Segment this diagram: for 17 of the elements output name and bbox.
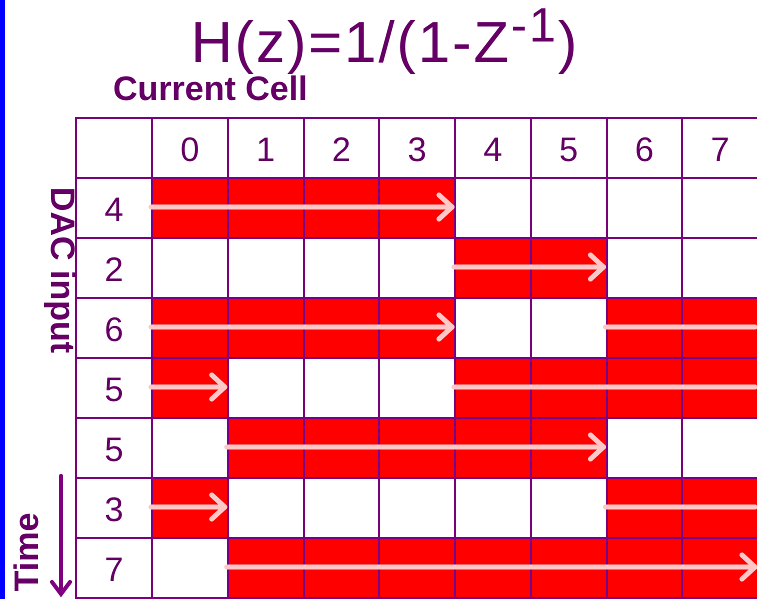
row-value: 2 (77, 239, 153, 299)
column-header: 3 (380, 119, 456, 179)
column-header: 6 (608, 119, 684, 179)
row-value: 3 (77, 479, 153, 539)
column-header: 0 (153, 119, 229, 179)
column-header: 2 (304, 119, 380, 179)
formula-title: H(z)=1/(1-Z$^{-1}$) (190, 10, 580, 76)
axis-heading: Time (10, 512, 44, 592)
row-value: 5 (77, 359, 153, 419)
axis-heading: DAC input (45, 186, 79, 354)
row-value: 5 (77, 419, 153, 479)
row-value: 6 (77, 299, 153, 359)
row-value: 4 (77, 179, 153, 239)
column-header: 5 (532, 119, 608, 179)
row-value: 7 (77, 539, 153, 599)
column-header: 4 (456, 119, 532, 179)
column-header: 1 (228, 119, 304, 179)
